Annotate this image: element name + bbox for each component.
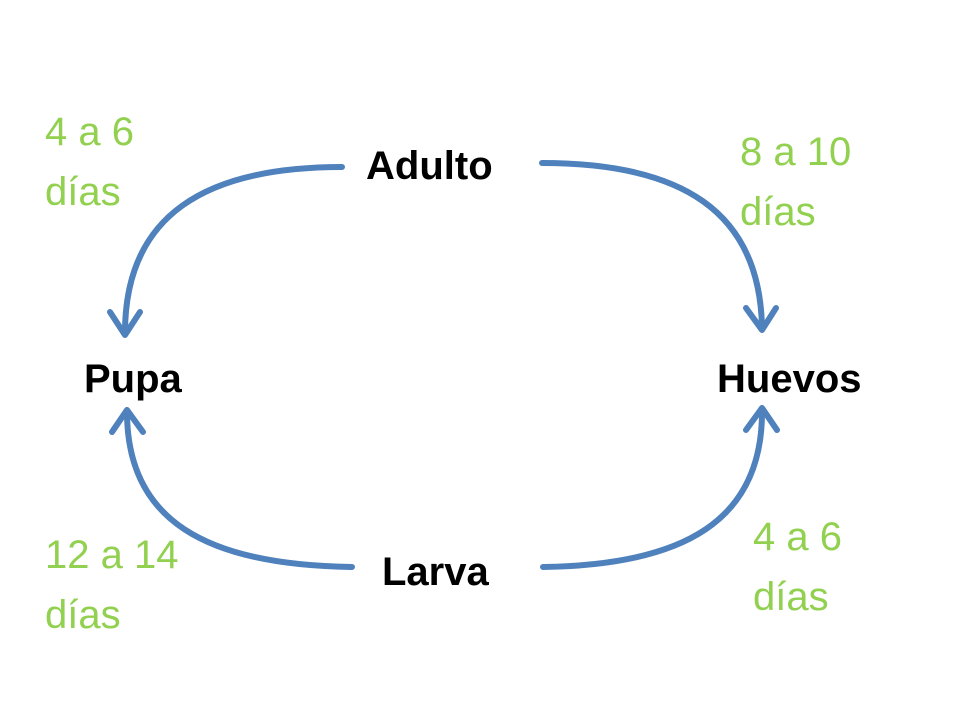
duration-larva-to-pupa-value: 12 a 14 [45, 533, 179, 577]
arrow-adult-to-eggs-head [743, 305, 779, 333]
arrow-adult-to-eggs [539, 160, 765, 331]
arrow-larva-to-pupa-head [109, 407, 146, 435]
duration-adult-to-eggs: 8 a 10 días [740, 122, 851, 242]
duration-eggs-to-larva: 4 a 6 días [753, 507, 842, 627]
arrow-larva-to-pupa [124, 409, 355, 570]
duration-adult-to-eggs-value: 8 a 10 [740, 130, 852, 174]
stage-pupa: Pupa [84, 357, 182, 401]
duration-pupa-to-adult: 4 a 6 días [45, 102, 134, 222]
duration-larva-to-pupa-unit: días [45, 593, 121, 637]
duration-pupa-to-adult-unit: días [45, 170, 121, 214]
stage-larva: Larva [382, 550, 489, 594]
duration-pupa-to-adult-value: 4 a 6 [45, 110, 134, 154]
stage-eggs: Huevos [717, 357, 862, 401]
arrow-adult-to-pupa [122, 164, 345, 336]
stage-adult: Adulto [366, 144, 493, 188]
arrow-adult-to-pupa-head [107, 309, 143, 338]
arrow-larva-to-eggs-head [743, 405, 780, 433]
duration-larva-to-pupa: 12 a 14 días [45, 525, 178, 645]
arrow-larva-to-eggs [540, 409, 765, 570]
duration-adult-to-eggs-unit: días [740, 190, 816, 234]
duration-eggs-to-larva-value: 4 a 6 [753, 515, 842, 559]
duration-eggs-to-larva-unit: días [753, 575, 829, 619]
